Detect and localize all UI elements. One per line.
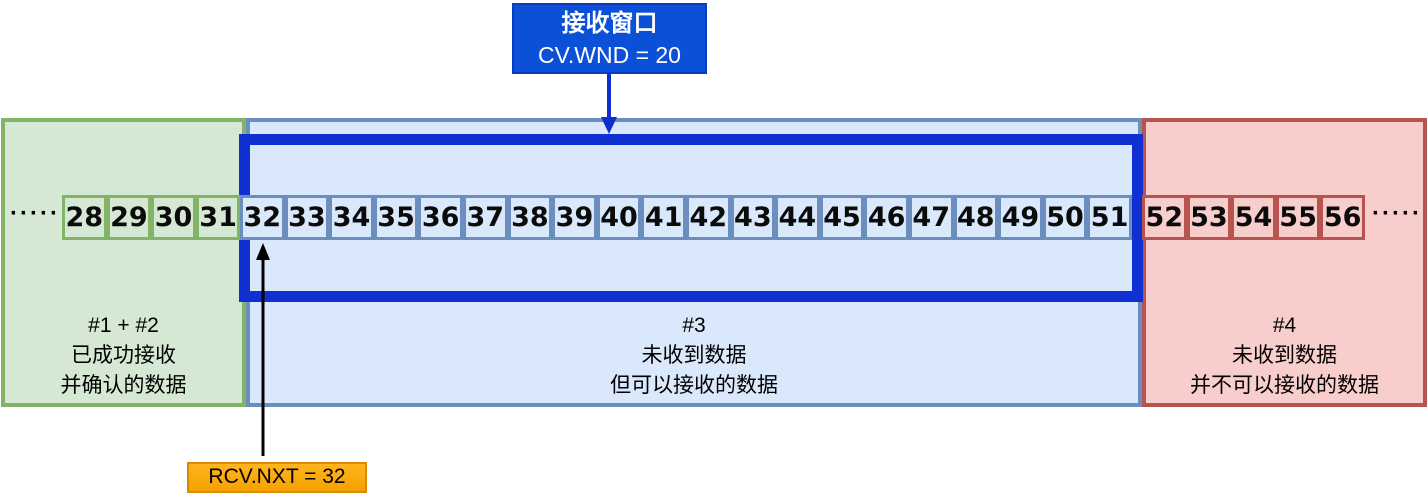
sequence-cell: 34 [329, 195, 374, 240]
sequence-cell: 46 [864, 195, 909, 240]
sequence-cell: 40 [596, 195, 642, 240]
rcv-nxt-label: RCV.NXT = 32 [187, 462, 367, 493]
sequence-cell: 41 [641, 195, 686, 240]
right-ellipsis: ····· [1372, 200, 1422, 227]
sequence-cell: 39 [552, 195, 597, 240]
sequence-cell: 48 [953, 195, 999, 240]
callout-title: 接收窗口 [561, 10, 658, 37]
caption-line: 未收到数据 [641, 344, 747, 367]
sequence-cell: 44 [775, 195, 820, 240]
caption-line: 未收到数据 [1232, 344, 1337, 367]
sequence-cell: 35 [373, 195, 419, 240]
sequence-cell: 51 [1087, 195, 1132, 240]
sequence-cell: 33 [284, 195, 330, 240]
caption-line: #1 + #2 [88, 314, 159, 337]
sequence-cell: 30 [151, 195, 196, 240]
sequence-cell: 31 [195, 195, 241, 240]
sequence-cell: 43 [730, 195, 776, 240]
caption-acked: #1 + #2 已成功接收 并确认的数据 [1, 311, 246, 401]
caption-line: 并不可以接收的数据 [1190, 374, 1379, 397]
caption-receive-window: #3 未收到数据 但可以接收的数据 [246, 311, 1142, 401]
caption-line: 但可以接收的数据 [610, 374, 778, 397]
receive-window-callout: 接收窗口 CV.WND = 20 [512, 3, 707, 74]
sequence-cell: 32 [240, 195, 285, 240]
sequence-cell: 49 [998, 195, 1043, 240]
sequence-cell: 50 [1042, 195, 1088, 240]
caption-line: #4 [1272, 314, 1297, 337]
sequence-cell: 52 [1142, 195, 1187, 240]
caption-not-receivable: #4 未收到数据 并不可以接收的数据 [1142, 311, 1427, 401]
sequence-cell: 55 [1275, 195, 1321, 240]
sequence-cell: 56 [1320, 195, 1365, 240]
window-cell-row: 32 33 34 35 36 37 38 39 40 41 42 43 44 4… [240, 195, 1132, 240]
sequence-cell: 38 [507, 195, 553, 240]
region-receive-window [246, 118, 1142, 407]
caption-line: #3 [682, 314, 706, 337]
acked-cell-row: 28 29 30 31 [62, 195, 241, 240]
sequence-cell: 28 [62, 195, 107, 240]
sequence-cell: 54 [1231, 195, 1276, 240]
left-ellipsis: ····· [10, 200, 60, 227]
sequence-cell: 36 [418, 195, 463, 240]
callout-value: CV.WND = 20 [538, 42, 681, 68]
beyond-cell-row: 52 53 54 55 56 [1142, 195, 1365, 240]
down-arrow-icon [601, 73, 617, 134]
region-acked-data [1, 118, 246, 407]
sequence-cell: 53 [1186, 195, 1232, 240]
region-not-receivable [1142, 118, 1427, 407]
sequence-cell: 29 [106, 195, 152, 240]
sequence-cell: 42 [685, 195, 731, 240]
sequence-cell: 47 [908, 195, 954, 240]
caption-line: 已成功接收 [71, 344, 176, 367]
caption-line: 并确认的数据 [60, 374, 187, 397]
up-arrow-icon [256, 243, 270, 456]
sequence-cell: 37 [462, 195, 508, 240]
sequence-cell: 45 [819, 195, 865, 240]
